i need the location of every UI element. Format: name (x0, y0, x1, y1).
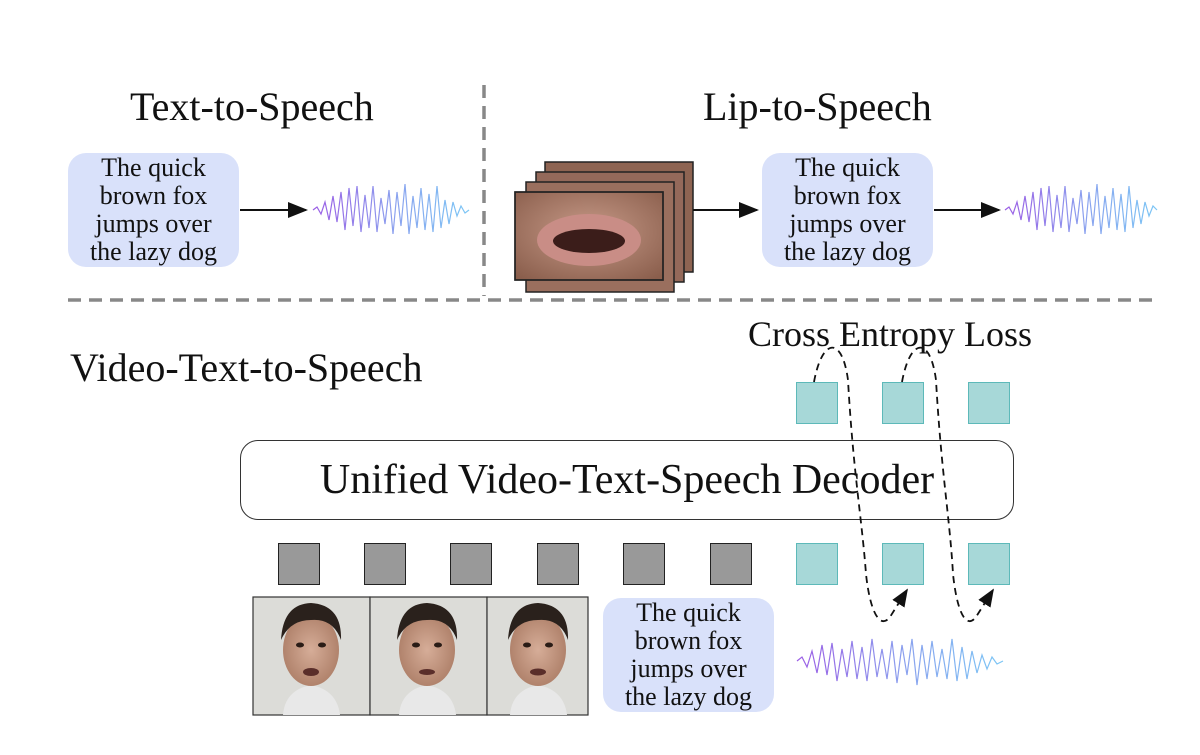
face-video-frames (253, 597, 588, 715)
loss-curve-2 (902, 348, 993, 622)
vtts-speech-waveform (797, 639, 1003, 685)
lip-video-frames (515, 162, 693, 292)
lts-output-waveform (1005, 184, 1157, 234)
tts-output-waveform (313, 184, 469, 234)
loss-curve-1 (814, 348, 907, 622)
